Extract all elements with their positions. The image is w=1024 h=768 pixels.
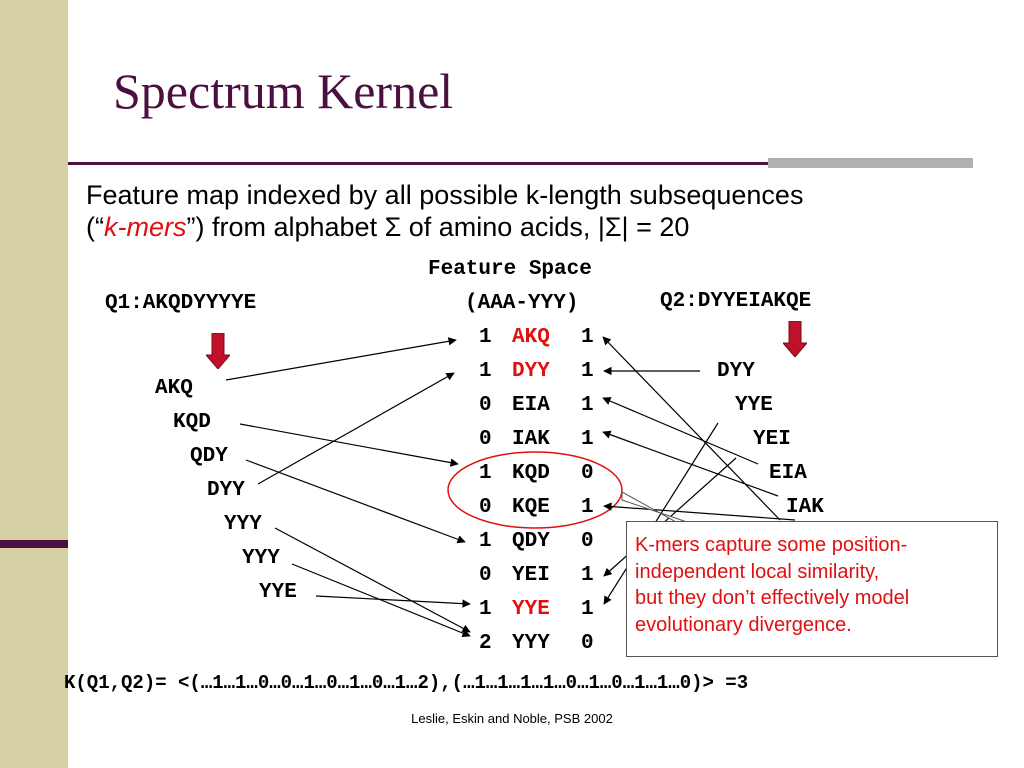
feature-count-q1: 0 bbox=[479, 428, 492, 451]
note-line-3: but they don’t effectively model bbox=[635, 587, 910, 610]
note-line-4: evolutionary divergence. bbox=[635, 613, 852, 636]
feature-count-q2: 1 bbox=[581, 360, 594, 383]
feature-count-q1: 1 bbox=[479, 326, 492, 349]
bullet-line-1: Feature map indexed by all possible k-le… bbox=[86, 180, 804, 210]
feature-kmer: QDY bbox=[512, 530, 550, 553]
sidebar-accent bbox=[0, 540, 68, 548]
q1-kmer: YYY bbox=[224, 513, 262, 536]
note-callout-pointer bbox=[621, 491, 691, 524]
arrow-kqe bbox=[603, 502, 796, 521]
q2-kmer: YYE bbox=[735, 394, 773, 417]
slide-title: Spectrum Kernel bbox=[113, 63, 454, 119]
feature-count-q1: 1 bbox=[479, 360, 492, 383]
q1-kmer: AKQ bbox=[155, 377, 193, 400]
feature-space-header: Feature Space bbox=[428, 258, 592, 281]
feature-count-q1: 1 bbox=[479, 598, 492, 621]
feature-count-q2: 1 bbox=[581, 394, 594, 417]
feature-count-q1: 0 bbox=[479, 564, 492, 587]
arrow-kqd bbox=[239, 423, 459, 467]
q2-kmer: DYY bbox=[717, 360, 755, 383]
feature-count-q2: 1 bbox=[581, 496, 594, 519]
bullet-text: Feature map indexed by all possible k-le… bbox=[86, 179, 803, 244]
q2-label: Q2:DYYEIAKQE bbox=[660, 290, 812, 313]
q2-kmer: IAK bbox=[786, 496, 824, 519]
q1-kmer: KQD bbox=[173, 411, 211, 434]
bullet-line-2: (“k-mers”) from alphabet Σ of amino acid… bbox=[86, 211, 803, 243]
feature-count-q2: 1 bbox=[581, 564, 594, 587]
feature-count-q1: 0 bbox=[479, 394, 492, 417]
arrow-yyy-2 bbox=[291, 563, 471, 638]
citation: Leslie, Eskin and Noble, PSB 2002 bbox=[411, 711, 613, 726]
arrow-akq bbox=[225, 337, 457, 381]
arrow-dyy-q1 bbox=[257, 372, 455, 485]
note-line-2: independent local similarity, bbox=[635, 560, 880, 583]
arrow-qdy bbox=[245, 459, 466, 544]
feature-count-q2: 0 bbox=[581, 530, 594, 553]
title-rule-accent bbox=[768, 158, 973, 168]
q2-kmer: EIA bbox=[769, 462, 807, 485]
feature-kmer: YYY bbox=[512, 632, 550, 655]
feature-count-q2: 1 bbox=[581, 598, 594, 621]
feature-count-q2: 1 bbox=[581, 326, 594, 349]
feature-count-q2: 0 bbox=[581, 462, 594, 485]
title-rule bbox=[68, 162, 788, 165]
feature-count-q2: 1 bbox=[581, 428, 594, 451]
feature-count-q2: 0 bbox=[581, 632, 594, 655]
sidebar-decoration bbox=[0, 0, 68, 768]
q1-kmer: YYE bbox=[259, 581, 297, 604]
feature-kmer: YEI bbox=[512, 564, 550, 587]
q2-down-arrow-icon bbox=[783, 321, 807, 357]
feature-count-q1: 2 bbox=[479, 632, 492, 655]
bullet-rest: ”) from alphabet Σ of amino acids, |Σ| =… bbox=[186, 212, 690, 243]
feature-count-q1: 1 bbox=[479, 530, 492, 553]
arrow-yyy-1 bbox=[274, 527, 471, 633]
feature-kmer: DYY bbox=[512, 360, 550, 383]
kernel-formula: K(Q1,Q2)= <(…1…1…0…0…1…0…1…0…1…2),(…1…1…… bbox=[64, 672, 749, 694]
feature-kmer: KQD bbox=[512, 462, 550, 485]
q1-kmer: YYY bbox=[242, 547, 280, 570]
feature-kmer: IAK bbox=[512, 428, 550, 451]
note-callout: K-mers capture some position- independen… bbox=[626, 521, 998, 657]
bullet-open-quote: (“ bbox=[86, 212, 104, 243]
q1-down-arrow-icon bbox=[206, 333, 230, 369]
feature-kmer: KQE bbox=[512, 496, 550, 519]
q2-kmer: YEI bbox=[753, 428, 791, 451]
feature-kmer: EIA bbox=[512, 394, 550, 417]
feature-count-q1: 1 bbox=[479, 462, 492, 485]
bullet-kmers: k-mers bbox=[103, 212, 187, 243]
arrow-iak bbox=[602, 430, 779, 497]
feature-count-q1: 0 bbox=[479, 496, 492, 519]
q1-kmer: QDY bbox=[190, 445, 228, 468]
q1-label: Q1:AKQDYYYYE bbox=[105, 292, 257, 315]
feature-space-range: (AAA-YYY) bbox=[465, 292, 579, 315]
feature-kmer: YYE bbox=[512, 598, 550, 621]
note-line-1: K-mers capture some position- bbox=[635, 534, 908, 556]
q1-kmer: DYY bbox=[207, 479, 245, 502]
arrow-yye-q1 bbox=[315, 595, 471, 608]
feature-kmer: AKQ bbox=[512, 326, 550, 349]
